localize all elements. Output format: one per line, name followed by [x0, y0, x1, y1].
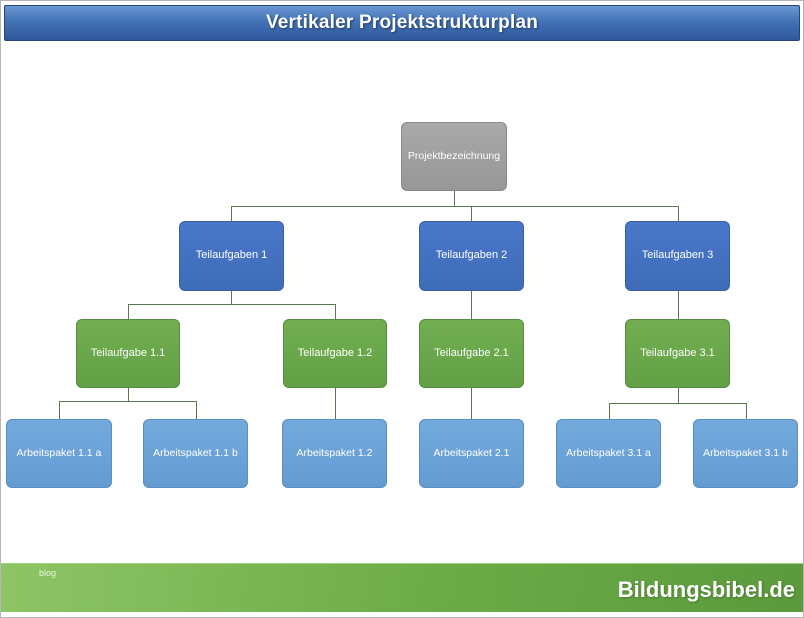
brand-name: Bildungsbibel.de — [617, 577, 795, 602]
node-label: Arbeitspaket 1.2 — [296, 446, 373, 459]
node-arbeitspaket-2-1: Arbeitspaket 2.1 — [419, 419, 524, 488]
node-label: Teilaufgabe 2.1 — [434, 346, 509, 359]
node-teilaufgaben-2: Teilaufgaben 2 — [419, 221, 524, 291]
connector-line — [678, 388, 679, 403]
blog-label: blog — [39, 568, 57, 578]
node-label: Teilaufgabe 1.2 — [297, 346, 373, 359]
node-teilaufgabe-2-1: Teilaufgabe 2.1 — [419, 319, 524, 388]
connector-line — [128, 304, 129, 319]
node-teilaufgaben-3: Teilaufgaben 3 — [625, 221, 730, 291]
node-label: Arbeitspaket 3.1 b — [703, 446, 788, 459]
connector-line — [746, 403, 747, 419]
connector-line — [59, 401, 60, 419]
footer-bar — [1, 563, 803, 612]
node-label: Teilaufgabe 1.1 — [90, 346, 166, 359]
node-label: Projektbezeichnung — [407, 149, 501, 162]
node-teilaufgabe-1-1: Teilaufgabe 1.1 — [76, 319, 180, 388]
node-label: Teilaufgaben 3 — [641, 249, 714, 262]
page-title: Vertikaler Projektstrukturplan — [265, 12, 539, 33]
connector-line — [471, 291, 472, 319]
connector-line — [59, 401, 196, 402]
connector-line — [471, 388, 472, 419]
connector-line — [128, 388, 129, 401]
connector-line — [471, 206, 472, 221]
connector-line — [609, 403, 610, 419]
connector-line — [609, 403, 746, 404]
node-label: Teilaufgaben 2 — [435, 249, 508, 262]
connector-line — [231, 291, 232, 304]
node-arbeitspaket-3-1-b: Arbeitspaket 3.1 b — [693, 419, 798, 488]
connector-line — [335, 388, 336, 419]
header-bar: Vertikaler Projektstrukturplan — [4, 5, 800, 41]
node-projektbezeichnung: Projektbezeichnung — [401, 122, 507, 191]
node-label: Teilaufgabe 3.1 — [640, 346, 715, 359]
node-label: Arbeitspaket 1.1 a — [16, 446, 102, 459]
node-teilaufgabe-3-1: Teilaufgabe 3.1 — [625, 319, 730, 388]
connector-line — [678, 206, 679, 221]
node-arbeitspaket-3-1-a: Arbeitspaket 3.1 a — [556, 419, 661, 488]
connector-line — [335, 304, 336, 319]
connector-line — [231, 206, 232, 221]
node-label: Arbeitspaket 3.1 a — [566, 446, 651, 459]
connector-line — [128, 304, 335, 305]
connector-line — [454, 191, 455, 206]
connector-line — [196, 401, 197, 419]
node-teilaufgaben-1: Teilaufgaben 1 — [179, 221, 284, 291]
node-label: Arbeitspaket 2.1 — [433, 446, 510, 459]
node-arbeitspaket-1-1-a: Arbeitspaket 1.1 a — [6, 419, 112, 488]
node-label: Teilaufgaben 1 — [195, 249, 268, 262]
node-label: Arbeitspaket 1.1 b — [153, 446, 238, 459]
connector-line — [678, 291, 679, 319]
node-teilaufgabe-1-2: Teilaufgabe 1.2 — [283, 319, 387, 388]
node-arbeitspaket-1-2: Arbeitspaket 1.2 — [282, 419, 387, 488]
node-arbeitspaket-1-1-b: Arbeitspaket 1.1 b — [143, 419, 248, 488]
connector-line — [231, 206, 678, 207]
